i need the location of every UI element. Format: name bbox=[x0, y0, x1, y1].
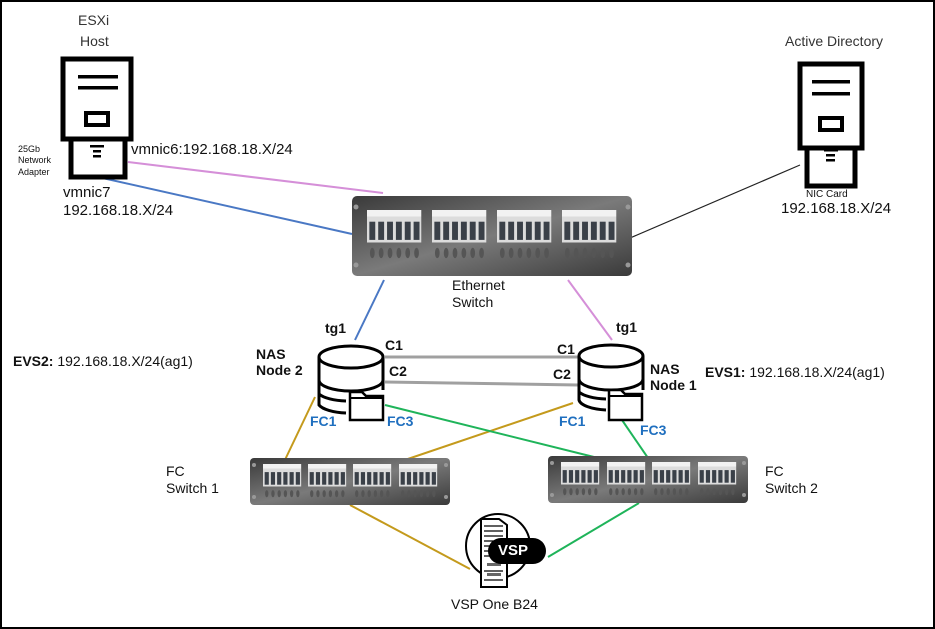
nas-node2-label-line1: NAS bbox=[256, 346, 286, 362]
fc-switch1-label-line1: FC bbox=[166, 463, 185, 479]
nic-card-label: NIC Card bbox=[806, 189, 848, 200]
nas-node1-label-line2: Node 1 bbox=[650, 377, 697, 393]
adapter-label-line2: Network bbox=[18, 155, 52, 165]
adapter-label-line3: Adapter bbox=[18, 167, 50, 177]
active-directory-server-icon bbox=[797, 61, 865, 189]
vmnic7-label-line1: vmnic7 bbox=[63, 184, 111, 201]
evs1-value: 192.168.18.X/24(ag1) bbox=[745, 364, 885, 380]
link-vmnic7 bbox=[97, 176, 353, 235]
nas-node2-c2-label: C2 bbox=[389, 363, 407, 379]
nas-node2-label-line2: Node 2 bbox=[256, 362, 303, 378]
nas-node2-tg1-label: tg1 bbox=[325, 320, 346, 336]
vsp-one-b24-label: VSP One B24 bbox=[451, 596, 538, 612]
nas-node1-tg1-label: tg1 bbox=[616, 319, 637, 335]
evs2-label: EVS2: 192.168.18.X/24(ag1) bbox=[13, 353, 193, 369]
link-fcsw1-vsp bbox=[349, 504, 471, 570]
ethernet-switch-label-line2: Switch bbox=[452, 294, 494, 310]
nas-node1-c1-label: C1 bbox=[557, 341, 575, 357]
vsp-storage-icon bbox=[465, 513, 546, 588]
fc-switch2-icon bbox=[548, 456, 748, 503]
link-switch-node1 bbox=[567, 279, 613, 341]
adapter-label-line1: 25Gb bbox=[18, 144, 41, 154]
nas-node1-label-line1: NAS bbox=[650, 361, 680, 377]
esxi-server-icon bbox=[60, 56, 134, 180]
nas-node2-folder-icon bbox=[348, 390, 385, 422]
evs2-key: EVS2: bbox=[13, 353, 54, 369]
link-node2-fc1 bbox=[282, 396, 316, 465]
active-directory-title: Active Directory bbox=[785, 33, 884, 49]
link-cluster-c2 bbox=[384, 380, 579, 387]
link-node1-fc1 bbox=[392, 402, 574, 465]
nas-node2-fc1-label: FC1 bbox=[310, 413, 337, 429]
link-node2-fc3 bbox=[384, 404, 599, 459]
evs2-value: 192.168.18.X/24(ag1) bbox=[53, 353, 193, 369]
link-ad bbox=[629, 164, 801, 239]
fc-switch1-label-line2: Switch 1 bbox=[166, 480, 219, 496]
evs1-key: EVS1: bbox=[705, 364, 746, 380]
link-fcsw2-vsp bbox=[547, 502, 640, 558]
esxi-host-title-line2: Host bbox=[80, 33, 109, 49]
fc-switch1-icon bbox=[250, 458, 450, 505]
link-node1-fc3 bbox=[621, 419, 649, 459]
nas-node1-folder-icon bbox=[607, 388, 644, 422]
ethernet-switch-label-line1: Ethernet bbox=[452, 277, 505, 293]
esxi-host-title-line1: ESXi bbox=[78, 12, 110, 28]
ethernet-switch-icon bbox=[352, 196, 632, 276]
fc-switch2-label-line2: Switch 2 bbox=[765, 480, 818, 496]
link-vmnic6 bbox=[127, 161, 384, 194]
link-switch-node2 bbox=[354, 279, 385, 341]
fc-switch2-label-line1: FC bbox=[765, 463, 784, 479]
nas-node1-fc3-label: FC3 bbox=[640, 422, 667, 438]
vmnic7-label-line2: 192.168.18.X/24 bbox=[63, 202, 174, 219]
vmnic6-label: vmnic6:192.168.18.X/24 bbox=[131, 141, 293, 158]
ad-ip-label: 192.168.18.X/24 bbox=[781, 200, 892, 217]
nas-node1-fc1-label: FC1 bbox=[559, 413, 586, 429]
nas-node1-c2-label: C2 bbox=[553, 366, 571, 382]
nas-node2-fc3-label: FC3 bbox=[387, 413, 414, 429]
evs1-label: EVS1: 192.168.18.X/24(ag1) bbox=[705, 364, 885, 380]
nas-node2-c1-label: C1 bbox=[385, 337, 403, 353]
vsp-badge: VSP bbox=[498, 542, 529, 559]
